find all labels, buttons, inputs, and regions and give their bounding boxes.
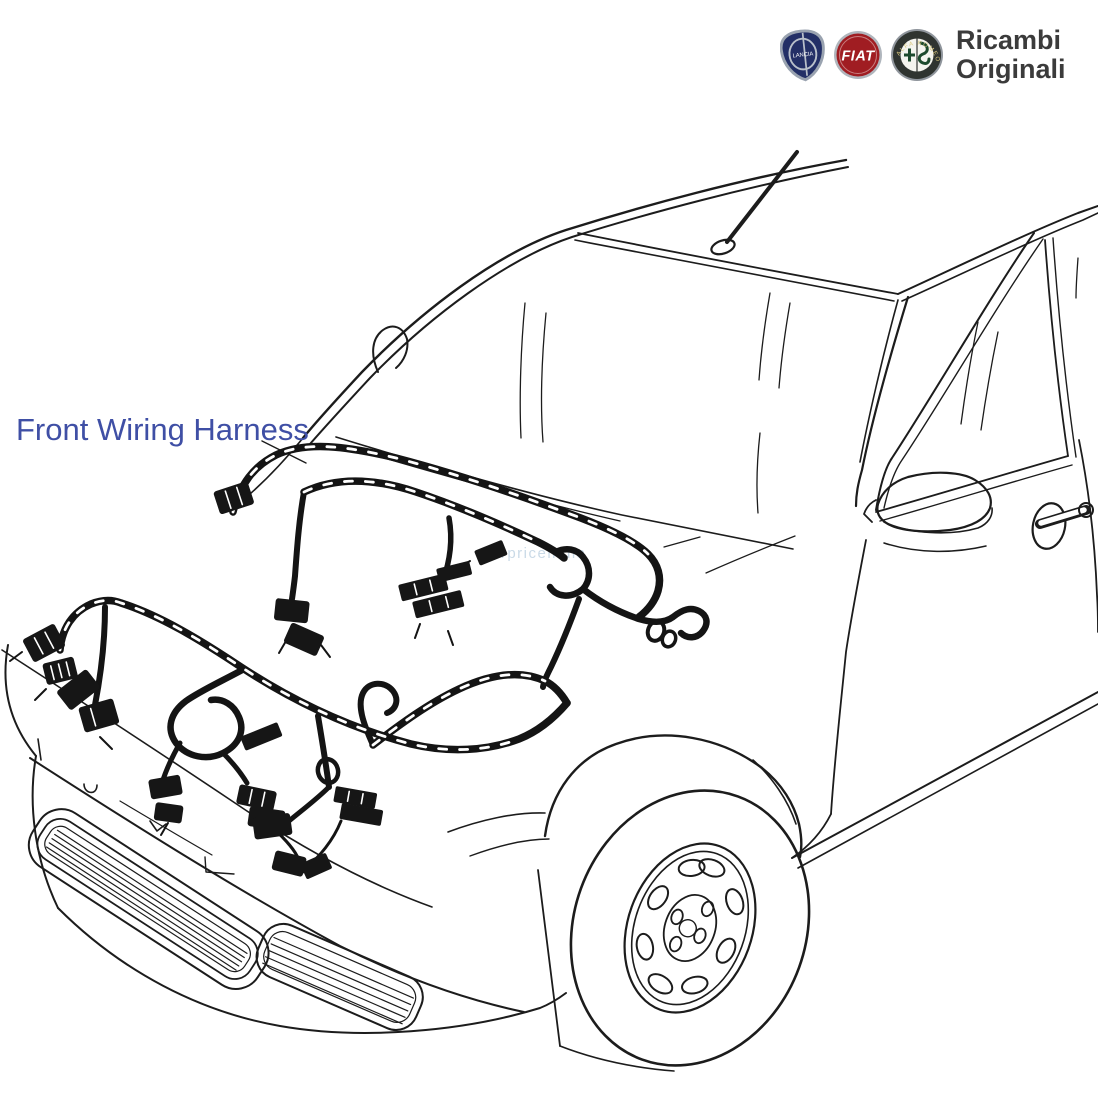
brand-title-line2: Originali	[956, 54, 1066, 84]
lower-intake-grille	[255, 922, 424, 1031]
front-wheel	[569, 789, 811, 1067]
door-handle	[1031, 502, 1094, 550]
wheel-lug-nuts	[668, 900, 715, 953]
windshield-header-rail	[574, 205, 1098, 302]
fiat-logo: FIAT	[834, 31, 882, 79]
upper-grille	[27, 808, 270, 990]
brand-strip: LANCIA FIAT ALFA ROMEO Ricambi Originali	[780, 26, 1066, 84]
front-wiring-harness	[9, 442, 710, 879]
fiat-logo-text: FIAT	[841, 49, 875, 65]
roof-and-a-pillar	[249, 158, 849, 495]
harness-branches	[92, 489, 710, 876]
lancia-logo-text: LANCIA	[792, 51, 813, 59]
harness-connectors	[23, 481, 508, 879]
alfa-romeo-logo: ALFA ROMEO	[891, 29, 943, 81]
car-body-outline	[1, 150, 1098, 1072]
corrugation-stripes	[58, 445, 650, 751]
door-window	[875, 232, 1098, 633]
lancia-logo: LANCIA	[780, 29, 825, 82]
part-label: Front Wiring Harness	[16, 412, 309, 447]
windshield-streaks	[519, 292, 791, 514]
door-and-sill	[791, 539, 1098, 869]
brand-title-line1: Ricambi	[956, 25, 1062, 55]
right-a-pillar	[854, 295, 910, 508]
far-side-mirror	[372, 325, 409, 373]
brand-title: Ricambi Originali	[956, 26, 1066, 84]
roof-antenna	[710, 150, 799, 256]
connector-notches	[33, 486, 450, 807]
front-wheel-arch	[447, 734, 803, 859]
door-mirror	[863, 471, 993, 553]
wheel-spokes	[635, 858, 745, 995]
